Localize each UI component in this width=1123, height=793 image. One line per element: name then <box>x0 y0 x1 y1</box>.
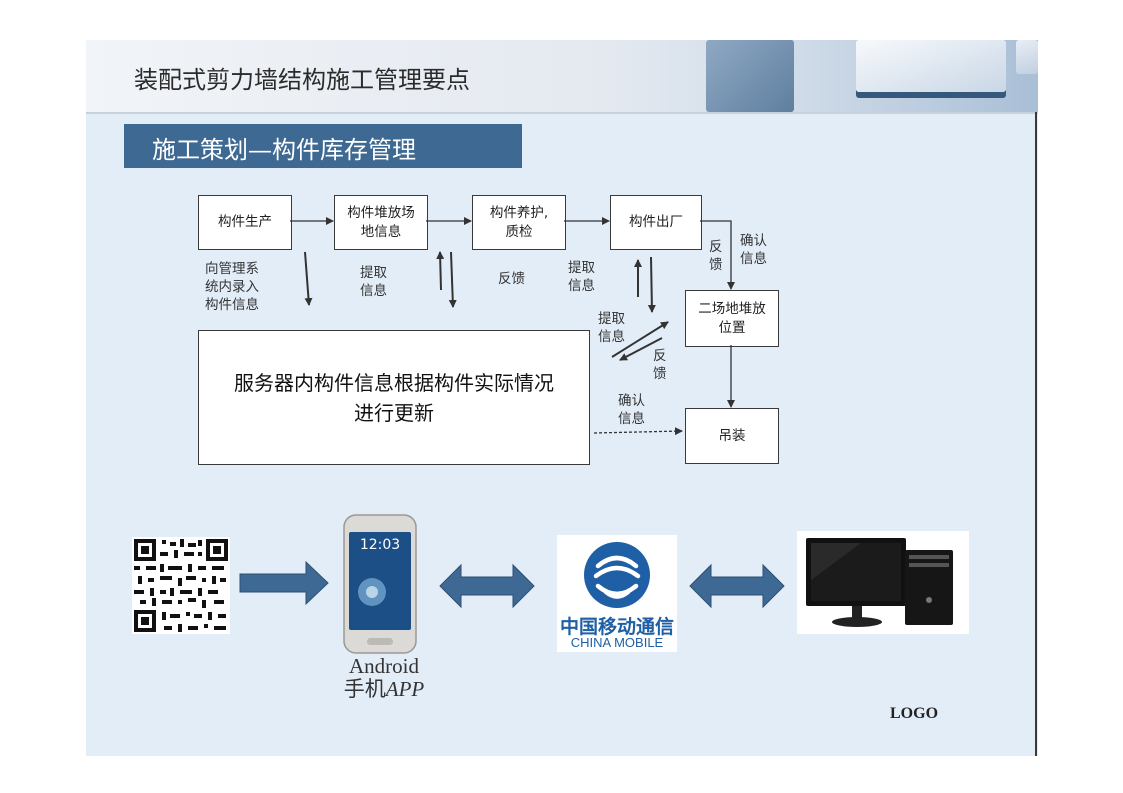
phone-clock: 12:03 <box>359 537 401 553</box>
box-production-label: 构件生产 <box>218 214 272 230</box>
arrow-extract3-diag <box>611 321 669 358</box>
arrow-feedback2-down <box>647 256 656 313</box>
label-confirm-1: 确认 信息 <box>740 232 767 268</box>
label-confirm-1-b: 信息 <box>740 251 767 267</box>
app-label: 手机APP <box>324 678 444 701</box>
decor-cube-2 <box>856 40 1006 92</box>
label-extract-1-a: 提取 <box>360 265 387 281</box>
header-divider <box>86 112 1038 114</box>
carrier-name-en: CHINA MOBILE <box>570 635 664 650</box>
box-production: 构件生产 <box>198 195 292 250</box>
server-update-line1: 服务器内构件信息根据构件实际情况 <box>234 371 554 395</box>
label-extract-1: 提取 信息 <box>360 264 387 300</box>
app-label-em: APP <box>385 677 425 701</box>
box-secondary-yard-line2: 位置 <box>718 319 746 336</box>
smartphone-icon[interactable] <box>343 514 417 654</box>
box-yard-info: 构件堆放场 地信息 <box>334 195 428 250</box>
decor-cube-3 <box>1016 40 1038 74</box>
arrow-qr-to-phone <box>239 560 329 606</box>
label-extract-3: 提取 信息 <box>598 310 625 346</box>
arrow-feedback1-down <box>448 251 457 308</box>
label-confirm-2-b: 信息 <box>618 411 645 427</box>
label-extract-3-b: 信息 <box>598 329 625 345</box>
box-yard-info-line2: 地信息 <box>360 223 402 240</box>
label-confirm-2: 确认 信息 <box>618 392 645 428</box>
decor-cube-1 <box>706 40 794 112</box>
label-feedback-1: 反馈 <box>498 270 525 288</box>
double-arrow-phone-carrier <box>439 563 535 609</box>
server-update-text: 服务器内构件信息根据构件实际情况 进行更新 <box>199 368 589 428</box>
server-update-line2: 进行更新 <box>354 401 434 425</box>
box-exit-label: 构件出厂 <box>629 214 683 230</box>
label-feedback-2: 反 馈 <box>709 238 723 274</box>
section-tab: 施工策划—构件库存管理 <box>124 124 522 168</box>
page-title: 装配式剪力墙结构施工管理要点 <box>134 66 470 94</box>
box-hoisting-label: 吊装 <box>718 427 746 444</box>
label-enter-system-1: 向管理系 <box>205 261 259 277</box>
arrow-extract1-up <box>436 251 445 291</box>
box-exit: 构件出厂 <box>610 195 702 250</box>
label-extract-3-a: 提取 <box>598 311 625 327</box>
label-feedback-3-a: 反 <box>653 348 667 364</box>
qr-code-icon[interactable] <box>132 537 230 634</box>
box-curing-line2: 质检 <box>505 223 533 240</box>
box-curing: 构件养护, 质检 <box>472 195 566 250</box>
label-feedback-1-text: 反馈 <box>498 271 525 287</box>
header-bar: 装配式剪力墙结构施工管理要点 <box>86 40 1038 112</box>
label-feedback-2-b: 馈 <box>709 257 723 273</box>
label-enter-system: 向管理系 统内录入 构件信息 <box>205 260 259 314</box>
china-mobile-logo-icon <box>557 535 677 652</box>
arrow-exit-to-yard2 <box>700 220 735 290</box>
server-update-box: 服务器内构件信息根据构件实际情况 进行更新 <box>198 330 590 465</box>
label-enter-system-3: 构件信息 <box>205 297 259 313</box>
section-title: 施工策划—构件库存管理 <box>152 136 416 164</box>
box-secondary-yard: 二场地堆放 位置 <box>685 290 779 347</box>
label-extract-2: 提取 信息 <box>568 259 595 295</box>
label-extract-1-b: 信息 <box>360 283 387 299</box>
desktop-computer-icon[interactable] <box>797 531 969 634</box>
app-label-prefix: 手机 <box>343 677 386 701</box>
label-feedback-3: 反 馈 <box>653 347 667 383</box>
label-confirm-2-a: 确认 <box>618 393 645 409</box>
label-feedback-3-b: 馈 <box>653 366 667 382</box>
box-curing-line1: 构件养护, <box>489 204 549 221</box>
label-extract-2-a: 提取 <box>568 260 595 276</box>
logo-text: LOGO <box>890 705 939 722</box>
box-hoisting: 吊装 <box>685 408 779 464</box>
android-app-caption: Android 手机APP <box>324 655 444 701</box>
carrier-name-cn: 中国移动通信 <box>559 616 674 638</box>
arrow-feedback3-diag <box>619 337 663 361</box>
label-enter-system-2: 统内录入 <box>205 279 259 295</box>
box-yard-info-line1: 构件堆放场 <box>347 204 415 221</box>
label-confirm-1-a: 确认 <box>740 233 767 249</box>
arrow-enter-down <box>304 251 313 306</box>
double-arrow-carrier-computer <box>689 563 785 609</box>
box-secondary-yard-line1: 二场地堆放 <box>698 300 766 317</box>
label-extract-2-b: 信息 <box>568 278 595 294</box>
label-feedback-2-a: 反 <box>709 239 723 255</box>
right-border-line <box>1035 112 1037 756</box>
android-label: Android <box>349 654 419 678</box>
